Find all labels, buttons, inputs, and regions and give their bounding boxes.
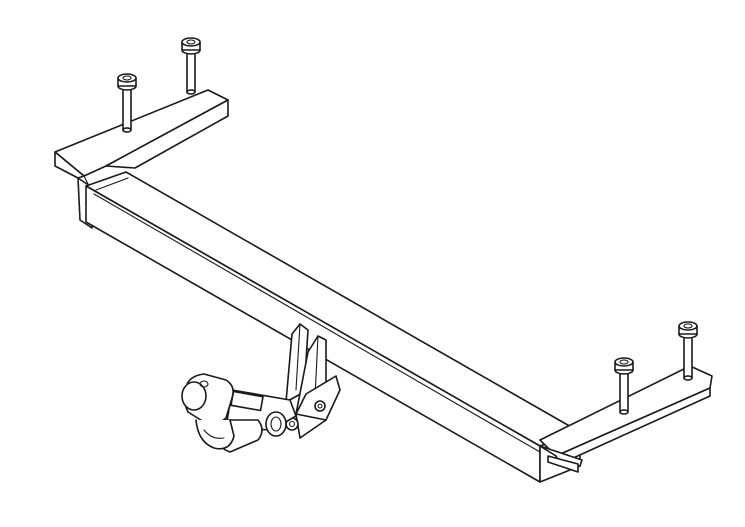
left-bolts (117, 37, 201, 133)
bolt-left-front (117, 73, 137, 133)
tow-ball (181, 373, 235, 450)
neck-bracket (285, 323, 341, 439)
crossbar-beam (85, 171, 581, 483)
bolt-right-front (614, 357, 634, 415)
bolt-right-rear (678, 321, 698, 381)
left-mounting-bracket (54, 89, 229, 229)
right-bolts (614, 321, 698, 415)
bolt-left-rear (181, 37, 201, 95)
